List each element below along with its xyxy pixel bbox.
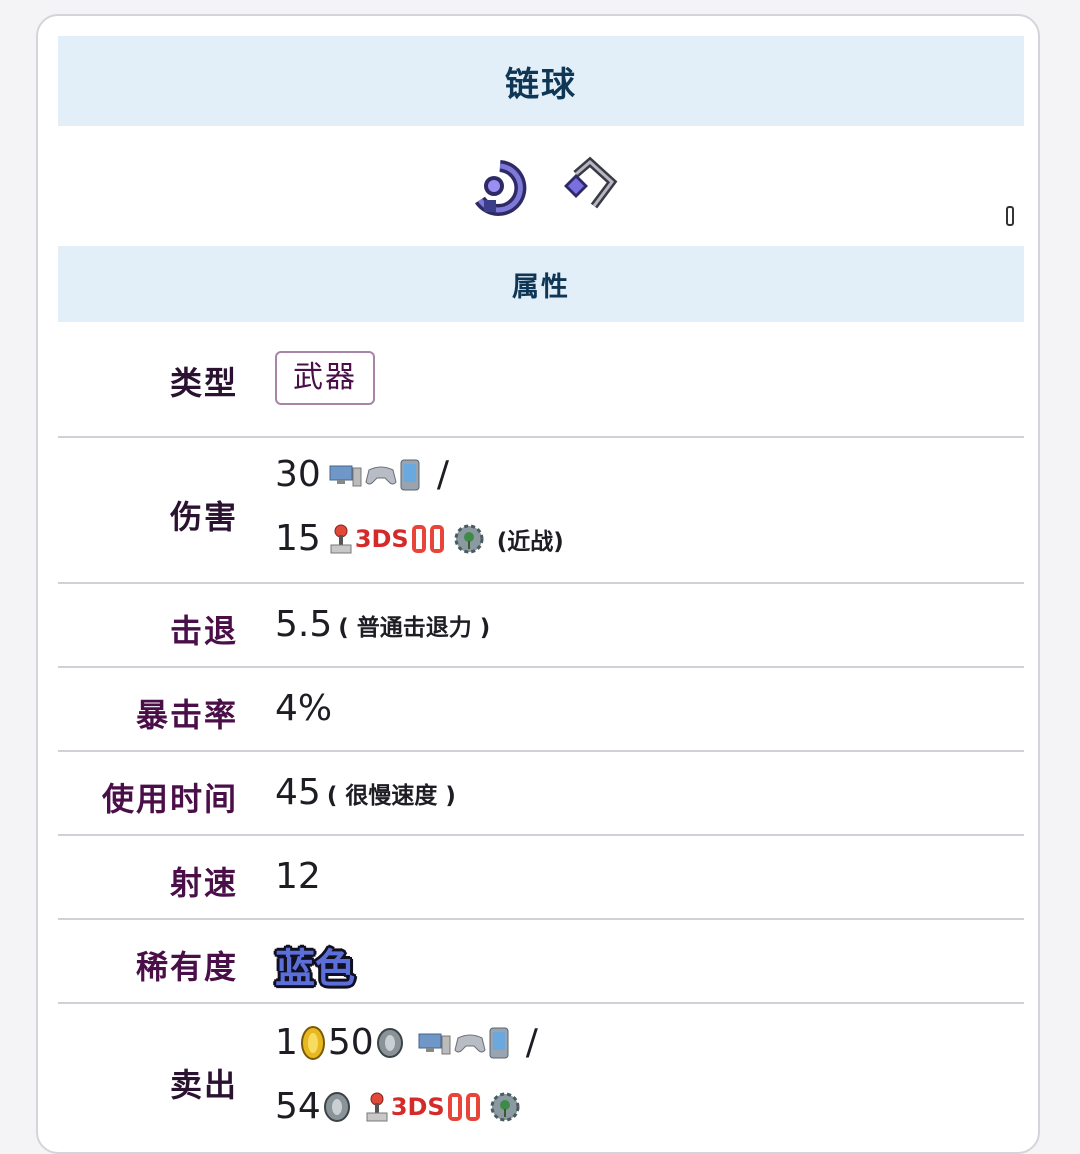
stat-row-use-time: 使用时间 45 ( 很慢速度 )	[58, 752, 1024, 836]
crit-value: 4%	[275, 688, 333, 729]
use-time-note: ( 很慢速度 )	[326, 782, 456, 809]
tmodloader-icon	[489, 1091, 521, 1123]
silver-coin-icon	[376, 1027, 404, 1059]
stat-label: 类型	[169, 364, 238, 402]
stats-table: 类型 武器 伤害 30 / 15	[58, 322, 1024, 1154]
stat-label: 使用时间	[101, 780, 238, 818]
stat-value: 5.5 ( 普通击退力 )	[275, 604, 490, 645]
tiny-marker-icon	[1006, 206, 1014, 226]
stat-label: 伤害	[169, 498, 238, 536]
damage-value-secondary: 15	[275, 518, 321, 559]
mobile-icon	[399, 459, 421, 491]
console-icon	[365, 462, 397, 488]
item-infobox: 链球 属性 类型	[36, 14, 1040, 1154]
item-title: 链球	[505, 64, 577, 105]
knockback-note: ( 普通击退力 )	[338, 614, 491, 641]
sell-line-1: 1 50 /	[275, 1022, 538, 1063]
rarity-badge[interactable]: 蓝色	[275, 946, 355, 992]
3ds-icon: 3DS	[354, 524, 409, 553]
stat-row-velocity: 射速 12	[58, 836, 1024, 920]
stat-label: 击退	[169, 612, 238, 650]
silver-amount-alt: 54	[275, 1086, 321, 1127]
stat-row-crit: 暴击率 4%	[58, 668, 1024, 752]
damage-value-primary: 30	[275, 454, 321, 495]
platform-separator: /	[525, 1022, 538, 1063]
stat-value: 12	[275, 856, 321, 897]
stat-value: 4%	[275, 688, 332, 729]
old-gen-console-icon	[329, 523, 353, 555]
damage-line-2: 15 3DS (近战)	[275, 518, 564, 559]
3ds-icon: 3DS	[390, 1092, 445, 1121]
use-time-value: 45	[275, 772, 321, 813]
switch-icon	[411, 523, 445, 555]
item-image-row	[58, 126, 1024, 246]
stat-label: 射速	[169, 864, 238, 902]
silver-amount: 50	[327, 1022, 374, 1063]
console-icon	[454, 1030, 486, 1056]
stat-value: 蓝色	[275, 936, 355, 994]
section-title: 属性	[512, 271, 570, 303]
platform-separator: /	[436, 454, 449, 495]
type-tag-weapon[interactable]: 武器	[275, 351, 375, 405]
damage-type-note: (近战)	[496, 528, 564, 555]
damage-line-1: 30 /	[275, 454, 449, 495]
stat-label: 卖出	[169, 1066, 238, 1104]
stat-row-knockback: 击退 5.5 ( 普通击退力 )	[58, 584, 1024, 668]
stat-value: 武器	[275, 351, 375, 405]
stat-label: 稀有度	[135, 948, 238, 986]
old-gen-console-icon	[365, 1091, 389, 1123]
gold-amount: 1	[275, 1022, 298, 1063]
stat-value: 45 ( 很慢速度 )	[275, 772, 456, 813]
stat-row-rarity: 稀有度 蓝色	[58, 920, 1024, 1004]
tmodloader-icon	[453, 523, 485, 555]
stat-row-damage: 伤害 30 / 15 3DS	[58, 438, 1024, 584]
silver-coin-icon	[323, 1091, 351, 1123]
stat-row-type: 类型 武器	[58, 322, 1024, 438]
ball-and-chain-sprite-icon	[466, 156, 530, 220]
mobile-icon	[488, 1027, 510, 1059]
desktop-icon	[329, 462, 363, 488]
stat-row-sell: 卖出 1 50 /	[58, 1004, 1024, 1154]
gold-coin-icon	[300, 1024, 326, 1062]
title-bar: 链球	[58, 36, 1024, 126]
desktop-icon	[418, 1030, 452, 1056]
section-header: 属性	[58, 246, 1024, 322]
ball-and-chain-alt-sprite-icon	[556, 156, 620, 220]
stat-label: 暴击率	[135, 696, 238, 734]
knockback-value: 5.5	[275, 604, 333, 645]
sell-line-2: 54 3DS	[275, 1086, 521, 1127]
velocity-value: 12	[275, 856, 321, 897]
switch-icon	[447, 1091, 481, 1123]
